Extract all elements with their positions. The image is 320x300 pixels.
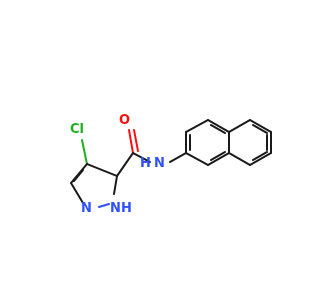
amide-nitrogen-label: N (154, 156, 165, 171)
molecule-structure: Cl O N H N N H (70, 113, 272, 216)
bond-naph-double-4 (252, 124, 268, 134)
chlorine-label: Cl (70, 122, 84, 137)
bond-naph-c3-c2 (185, 152, 209, 166)
bond-naph-double-6 (252, 151, 268, 161)
pyrazole-nh-nitrogen-label: N (110, 201, 121, 216)
bond-n2-n1 (98, 203, 110, 208)
bond-naph-c4-c3 (207, 152, 230, 166)
bond-naph-c8a-c8 (228, 119, 251, 133)
bond-layer (70, 119, 272, 208)
pyrazole-n1-label: N (81, 201, 92, 216)
bond-c3-n2 (70, 182, 84, 204)
bond-carbonyl-o-double (133, 129, 139, 152)
bond-naph-double-3 (210, 151, 226, 161)
pyrazole-nh-hydrogen-label: H (121, 201, 132, 216)
bond-naph-c8-c7 (249, 119, 272, 133)
bond-c4-cl (81, 139, 88, 165)
bond-naph-c5-c4a (228, 152, 251, 166)
amide-hydrogen-label: H (140, 156, 151, 171)
bond-c4-c5 (86, 163, 118, 177)
bond-naph-double-2 (210, 124, 226, 134)
bond-carbonyl-n (132, 152, 151, 163)
bond-n-naphthyl (169, 152, 187, 163)
bond-naph-c6-c5 (249, 152, 272, 166)
bond-naph-c8a-c4a (207, 119, 230, 133)
bond-c4-c3-double (73, 169, 84, 182)
oxygen-label: O (119, 113, 130, 128)
bond-c5-carbonyl (116, 152, 134, 177)
bond-carbonyl-o (128, 129, 134, 154)
atom-label-layer: Cl O N H N N H (70, 113, 165, 216)
bond-c5-n1 (113, 175, 118, 195)
bond-naph-c1-c8a (185, 119, 209, 133)
